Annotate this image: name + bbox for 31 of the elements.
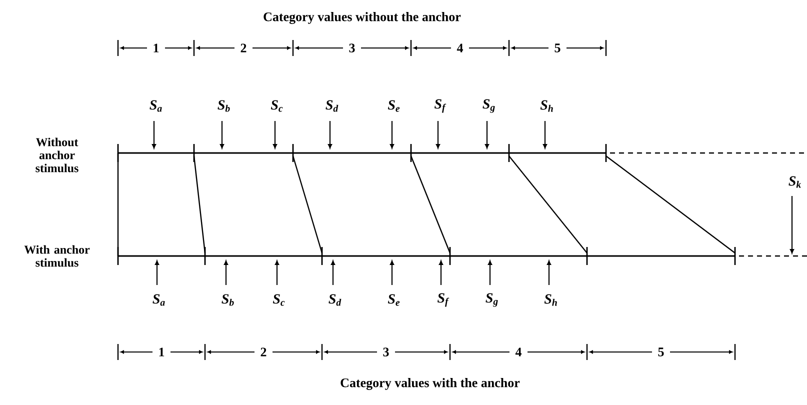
row-label: Without anchor stimulus <box>36 138 78 172</box>
category-number: 2 <box>240 44 246 52</box>
row-label: With anchor stimulus <box>24 245 90 267</box>
stimulus-label: S$_{d}$ <box>328 294 342 306</box>
category-number: 1 <box>154 44 159 52</box>
stimulus-label: S$_{f}$ <box>434 99 446 113</box>
anchor-label: S$_{k}$ <box>788 176 802 188</box>
category-number: 2 <box>260 348 266 356</box>
stimulus-label: S$_{g}$ <box>486 293 498 307</box>
category-number: 3 <box>349 44 355 52</box>
category-number: 3 <box>383 348 389 356</box>
category-number: 5 <box>658 348 664 356</box>
stimulus-label: S$_{a}$ <box>152 294 165 306</box>
category-number: 4 <box>456 44 463 52</box>
stimulus-label: S$_{b}$ <box>222 294 234 306</box>
stimulus-label: S$_{c}$ <box>270 100 283 112</box>
stimulus-label: S$_{e}$ <box>388 100 400 112</box>
stimulus-label: S$_{f}$ <box>437 293 450 307</box>
category-number: 4 <box>515 348 522 356</box>
stimulus-label: S$_{c}$ <box>272 294 285 306</box>
stimulus-label: S$_{h}$ <box>540 100 553 112</box>
stimulus-label: S$_{h}$ <box>544 294 557 306</box>
stimulus-label: S$_{a}$ <box>150 100 162 112</box>
stimulus-label: S$_{e}$ <box>388 294 400 306</box>
stimulus-label: S$_{d}$ <box>326 100 338 112</box>
axis-title: Category values without the anchor <box>264 12 461 24</box>
stimulus-label: S$_{b}$ <box>218 100 230 112</box>
category-number: 1 <box>159 348 164 356</box>
category-number: 5 <box>554 44 560 52</box>
stimulus-label: S$_{g}$ <box>482 99 495 113</box>
axis-title: Category values with the anchor <box>340 378 520 390</box>
